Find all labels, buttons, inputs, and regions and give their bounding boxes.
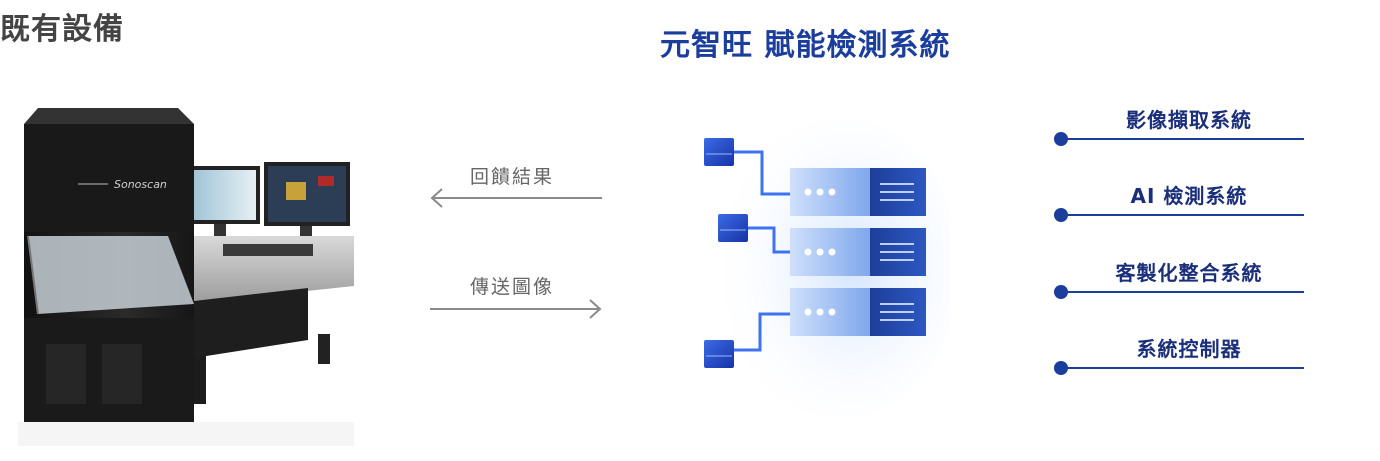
feature-label: 客製化整合系統 <box>1115 261 1263 285</box>
feature-line <box>1060 138 1304 140</box>
server-stack-icon <box>704 118 950 418</box>
feature-ai-inspection: AI 檢測系統 <box>1054 180 1304 222</box>
feedback-label: 回饋結果 <box>470 166 555 188</box>
arrow-right-icon <box>430 299 602 319</box>
feature-line <box>1060 367 1304 369</box>
feature-label: AI 檢測系統 <box>1130 184 1248 208</box>
bullet-dot-icon <box>1054 132 1068 146</box>
brand-label: Sonoscan <box>114 178 167 191</box>
bullet-dot-icon <box>1054 361 1068 375</box>
system-title: 元智旺 賦能檢測系統 <box>660 28 951 63</box>
feature-line <box>1060 214 1304 216</box>
send-image-label: 傳送圖像 <box>470 276 555 298</box>
bullet-dot-icon <box>1054 285 1068 299</box>
arrow-left-icon <box>430 188 602 208</box>
feature-line <box>1060 291 1304 293</box>
feature-custom-integration: 客製化整合系統 <box>1054 257 1304 299</box>
existing-equipment-title: 既有設備 <box>0 12 124 47</box>
feature-image-capture: 影像擷取系統 <box>1054 104 1304 146</box>
feature-label: 系統控制器 <box>1136 337 1242 361</box>
inspection-machine-icon: Sonoscan <box>18 104 354 446</box>
feature-system-controller: 系統控制器 <box>1054 333 1304 375</box>
bullet-dot-icon <box>1054 208 1068 222</box>
feature-label: 影像擷取系統 <box>1126 108 1252 132</box>
